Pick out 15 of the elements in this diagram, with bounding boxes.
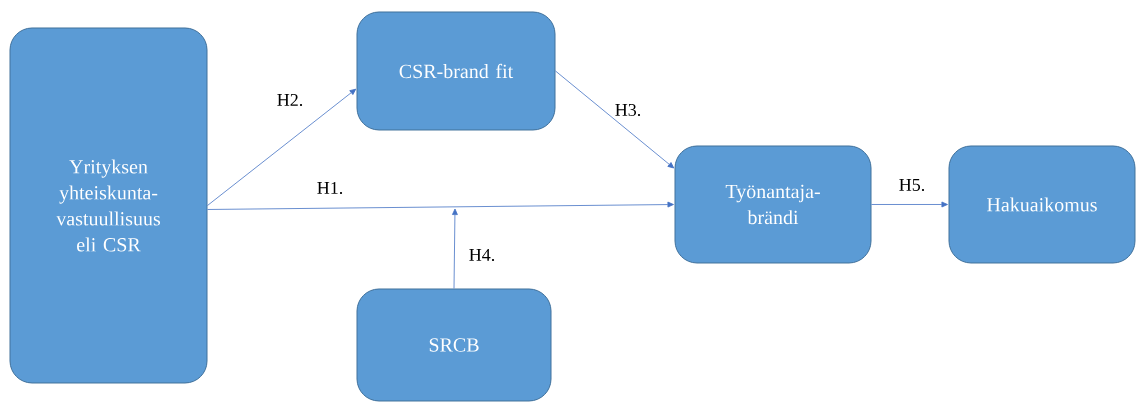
process-box: Yrityksen yhteiskunta- vastuullisuus eli CSR (9, 27, 208, 384)
process-box: CSR-brand fit (356, 11, 556, 131)
arrow (207, 88, 357, 206)
arrow (555, 70, 675, 169)
edge-label: H5. (899, 178, 925, 191)
process-box: Hakuaikomus (948, 145, 1136, 264)
arrow (207, 201, 674, 210)
edge-label: H3. (615, 103, 641, 117)
arrow (452, 208, 458, 289)
arrow (871, 201, 948, 208)
edge-label: H1. (317, 181, 343, 195)
edge-label: H2. (277, 93, 303, 107)
process-box: SRCB (356, 288, 552, 402)
edge-label: H4. (469, 248, 495, 262)
process-box: Työnantaja- brändi (674, 145, 872, 264)
